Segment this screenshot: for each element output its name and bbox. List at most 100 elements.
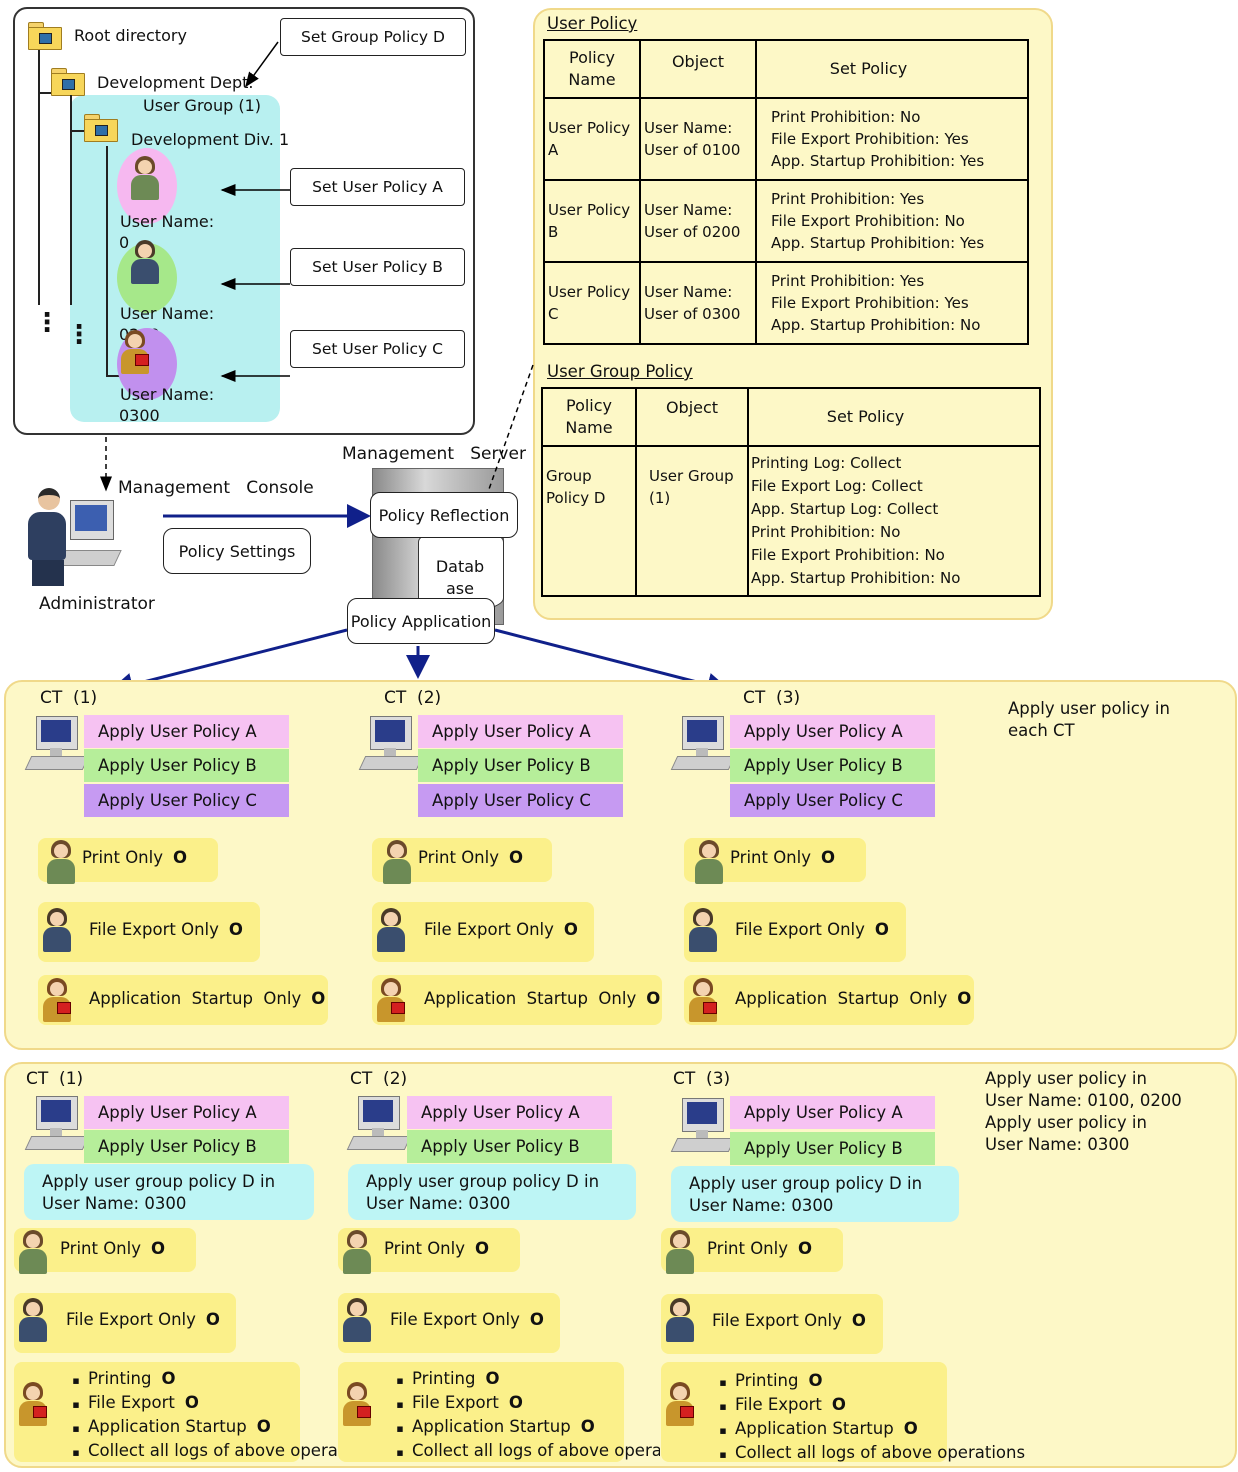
console-title: Management Console (118, 478, 314, 498)
ellipsis-icon: ⋮ (66, 320, 92, 350)
apply-policy-b: Apply User Policy B (730, 1132, 935, 1165)
row-object: User Name: User of 0100 (639, 97, 757, 181)
female-user-icon (44, 840, 78, 884)
male-user-icon (128, 240, 162, 284)
header-object: Object (635, 387, 749, 447)
computer-icon (346, 1096, 412, 1154)
reading-user-icon (40, 978, 74, 1022)
apply-policy-b: Apply User Policy B (84, 749, 289, 782)
ellipsis-icon: ⋮ (34, 308, 60, 338)
connector-layer (100, 41, 731, 697)
header-policy-name: Policy Name (543, 39, 641, 99)
female-user-icon (340, 1230, 374, 1274)
apply-policy-b: Apply User Policy B (730, 749, 935, 782)
group-policy-table: Policy Name Object Set Policy Group Poli… (541, 387, 1041, 597)
ct-title: CT (3) (673, 1069, 731, 1089)
group-policy-heading: User Group Policy (547, 362, 693, 381)
row-name: Group Policy D (541, 445, 637, 597)
row-name: User Policy B (543, 179, 641, 263)
apply-policy-a: Apply User Policy A (84, 715, 289, 748)
admin-desk (56, 500, 122, 568)
ct-title: CT (2) (350, 1069, 408, 1089)
apply-policy-a: Apply User Policy A (407, 1096, 612, 1129)
row-object: User Name: User of 0300 (639, 261, 757, 345)
user-group-label[interactable]: User Group (1) (143, 96, 262, 115)
apply-policy-a: Apply User Policy A (84, 1096, 289, 1129)
apply-policy-b: Apply User Policy B (84, 1130, 289, 1163)
computer-icon (670, 1098, 736, 1156)
set-user-policy-a-callout[interactable]: Set User Policy A (290, 168, 465, 206)
apply-policy-a: Apply User Policy A (418, 715, 623, 748)
policy-settings-box[interactable]: Policy Settings (163, 528, 311, 574)
female-user-icon (663, 1230, 697, 1274)
folder-icon (28, 22, 62, 50)
user-id: 0 (119, 233, 130, 252)
policy-reflection-box[interactable]: Policy Reflection (370, 492, 518, 538)
apply-policy-a: Apply User Policy A (730, 715, 935, 748)
apply-policy-c: Apply User Policy C (84, 784, 289, 817)
folder-icon (51, 68, 85, 96)
callout-arrow (245, 41, 279, 88)
user-name-label: User Name: (120, 212, 215, 231)
user-name-label: User Name: (120, 304, 215, 323)
computer-icon (670, 716, 736, 774)
server-title: Management Server (342, 444, 526, 464)
policy-application-box[interactable]: Policy Application (347, 598, 495, 644)
reading-user-icon (663, 1382, 697, 1426)
administrator-label: Administrator (39, 594, 155, 614)
ct-title: CT (2) (384, 688, 442, 708)
male-user-icon (663, 1298, 697, 1342)
reading-user-icon (374, 978, 408, 1022)
set-group-policy-d-callout[interactable]: Set Group Policy D (280, 18, 466, 56)
male-user-icon (16, 1298, 50, 1342)
computer-icon (24, 716, 90, 774)
computer-icon (358, 716, 424, 774)
female-user-icon (380, 840, 414, 884)
male-user-icon (340, 1298, 374, 1342)
reading-user-icon (118, 330, 152, 374)
division-label[interactable]: Development Div. 1 (131, 130, 290, 149)
ct-title: CT (1) (40, 688, 98, 708)
apply-policy-b: Apply User Policy B (407, 1130, 612, 1163)
user-policy-table: Policy Name Object Set Policy User Polic… (543, 39, 1029, 345)
row-name: User Policy C (543, 261, 641, 345)
reading-user-icon (16, 1382, 50, 1426)
female-user-icon (692, 840, 726, 884)
header-set-policy: Set Policy (755, 39, 1029, 99)
ct-title: CT (3) (743, 688, 801, 708)
folder-icon (84, 114, 118, 142)
user-id: 0300 (119, 406, 160, 425)
section1-note: Apply user policy in each CT (1008, 699, 1170, 740)
row-object: User Group (1) (635, 445, 749, 597)
administrator-icon (26, 488, 66, 588)
reading-user-icon (686, 978, 720, 1022)
set-user-policy-c-callout[interactable]: Set User Policy C (290, 330, 465, 368)
male-user-icon (40, 908, 74, 952)
user-policy-heading: User Policy (547, 14, 638, 33)
male-user-icon (686, 908, 720, 952)
set-user-policy-b-callout[interactable]: Set User Policy B (290, 248, 465, 286)
apply-policy-a: Apply User Policy A (730, 1096, 935, 1129)
dept-label[interactable]: Development Dept. (97, 73, 254, 92)
user-name-label: User Name: (120, 385, 215, 404)
root-directory-label[interactable]: Root directory (74, 26, 187, 45)
male-user-icon (374, 908, 408, 952)
